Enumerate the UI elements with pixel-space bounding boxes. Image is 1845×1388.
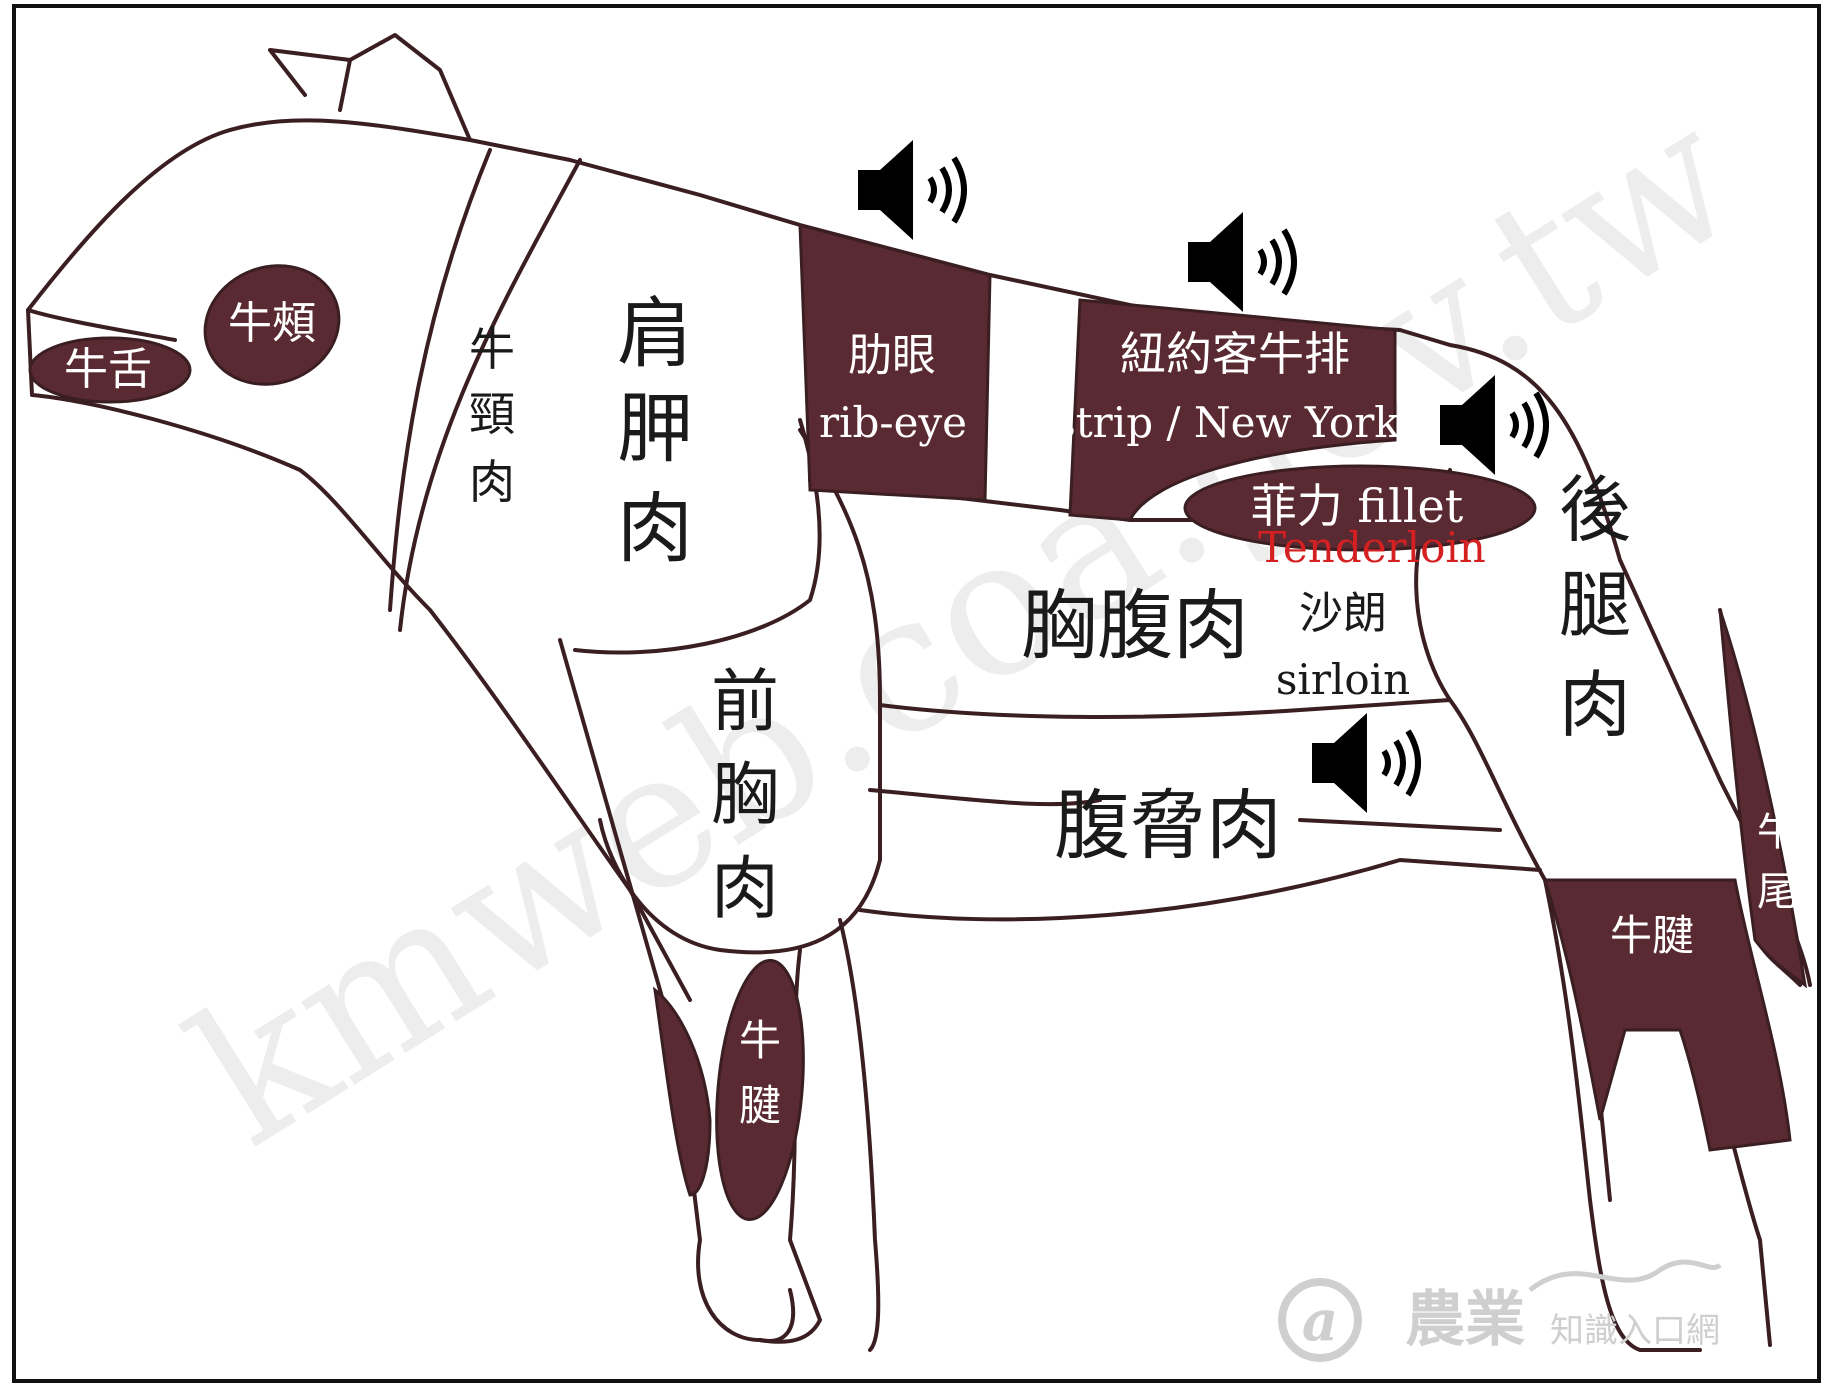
label-flank: 腹脅肉 [1054,781,1282,870]
label-sirloin-en: sirloin [1276,655,1410,704]
dark-cuts [28,223,1808,1222]
label-ribeye-en: rib-eye [819,398,967,447]
label-chuck-1: 肩 [617,289,693,378]
label-neck-1: 牛 [469,322,515,376]
label-tail-2: 尾 [1757,869,1797,915]
label-round-1: 後 [1559,468,1631,552]
label-fore-brisket-3: 肉 [711,850,779,929]
label-ribeye-zh: 肋眼 [848,330,936,381]
label-chuck-2: 胛 [617,384,693,473]
logo-swoosh [1528,1259,1722,1292]
cut-cheek [203,264,341,386]
cut-fillet [1183,464,1537,552]
speaker-icon[interactable] [1188,212,1297,312]
label-fore-shank-2: 腱 [739,1081,781,1130]
label-tongue: 牛舌 [64,344,152,395]
label-round-2: 腿 [1559,563,1631,647]
cut-tongue [28,336,192,404]
label-neck-2: 頸 [469,387,515,441]
speaker-icon[interactable] [858,140,967,240]
cut-fore-shank [715,958,805,1222]
label-hind-shank: 牛腱 [1610,911,1694,960]
label-tail-1: 牛 [1757,809,1797,855]
logo-small-text: 知識入口網 [1550,1311,1720,1351]
label-strip-en: strip / New York [1054,398,1400,447]
label-sirloin-zh: 沙朗 [1299,588,1387,639]
label-brisket-plate: 胸腹肉 [1021,581,1249,670]
label-fore-brisket-2: 胸 [711,756,779,835]
speaker-icon[interactable] [1440,375,1549,475]
label-strip-zh: 紐約客牛排 [1120,327,1350,381]
label-neck-3: 肉 [469,455,515,509]
speaker-icon[interactable] [1312,713,1421,813]
cut-fore-shank-left [652,986,712,1197]
cut-strip [1068,298,1397,522]
diagram-border [12,4,1821,1383]
label-fillet: 菲力 fillet [1251,479,1464,533]
logo-mark-icon [1278,1278,1362,1362]
label-tenderloin: Tenderloin [1258,523,1486,572]
cut-tail [1718,609,1808,989]
logo-mark: a [1302,1288,1338,1354]
cut-ribeye [798,223,992,502]
label-round-3: 肉 [1559,663,1631,747]
logo: a 農業 知識入口網 [1278,1259,1722,1362]
logo-big-text: 農業 [1405,1285,1525,1355]
cut-hind-shank [1542,878,1792,1152]
label-chuck-3: 肉 [617,484,693,573]
label-cheek: 牛頰 [228,298,316,349]
label-fore-shank-1: 牛 [739,1016,781,1065]
label-fore-brisket-1: 前 [711,663,779,742]
